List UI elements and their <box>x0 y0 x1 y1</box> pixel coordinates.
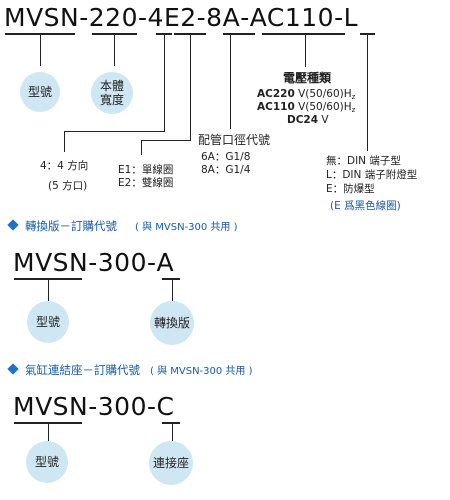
code-body-width: 220 <box>88 3 138 32</box>
underline-direction <box>156 33 172 35</box>
underline-port <box>223 33 255 35</box>
code-dash: - <box>79 3 89 32</box>
leader-port <box>230 34 231 129</box>
direction-line-1: 4：4 方向 <box>40 160 89 172</box>
code-terminal: L <box>343 3 359 32</box>
code-port: 8A <box>206 3 241 32</box>
leader-voltage <box>305 34 306 67</box>
adapter-order-code: MVSN-300-A <box>13 248 175 277</box>
leader-direction <box>164 34 165 131</box>
code-model: MVSN <box>4 3 80 32</box>
code-dash: - <box>240 3 250 32</box>
underline-model <box>5 33 75 35</box>
coil-line-1: E1：單線圈 <box>118 164 174 176</box>
code-voltage: AC110 <box>249 3 335 32</box>
voltage-title: 電壓種類 <box>283 71 332 85</box>
underline-body-width <box>92 33 137 35</box>
terminal-line-4: (E 爲黑色線圈) <box>330 200 401 212</box>
terminal-line-1: 無：DIN 端子型 <box>326 155 401 167</box>
terminal-line-3: E：防爆型 <box>326 183 375 195</box>
connector-bubble-model: 型號 <box>26 441 68 483</box>
underline-terminal <box>360 33 375 35</box>
underline-voltage <box>262 33 345 35</box>
code-dash: - <box>196 3 207 32</box>
leader-direction-h <box>64 131 165 132</box>
leader-coil-down <box>141 140 142 155</box>
leader-direction-down <box>64 131 65 152</box>
leader-coil <box>190 34 191 140</box>
section-diamond-icon <box>7 363 19 375</box>
connector-bubble-connector: 連接座 <box>149 441 193 485</box>
section-adapter-title: 轉換版－訂購代號( 與 MVSN-300 共用 ) <box>25 219 238 233</box>
connector-underline-suffix <box>162 422 180 424</box>
adapter-underline-suffix <box>162 278 180 280</box>
main-order-code: MVSN-220-4E2-8A-AC110-L <box>4 5 358 30</box>
connector-underline-model <box>14 422 82 424</box>
port-line-2: 8A：G1/4 <box>201 164 251 176</box>
code-coil: E2 <box>163 3 197 32</box>
adapter-leader-suffix <box>172 279 173 301</box>
coil-line-2: E2：雙線圈 <box>118 177 174 189</box>
section-diamond-icon <box>7 219 19 231</box>
leader-coil-h <box>141 140 191 141</box>
adapter-underline-model <box>14 278 82 280</box>
bubble-body-width: 本體寬度 <box>91 72 133 114</box>
underline-coil <box>174 33 206 35</box>
adapter-leader-model <box>48 279 49 301</box>
connector-order-code: MVSN-300-C <box>13 392 175 421</box>
voltage-line-2: AC110 V(50/60)Hz <box>257 101 356 114</box>
connector-leader-model <box>48 423 49 441</box>
code-direction: 4 <box>147 3 164 32</box>
adapter-bubble-model: 型號 <box>27 301 69 343</box>
code-dash: - <box>138 3 148 32</box>
section-connector-title: 氣缸連結座－訂購代號( 與 MVSN-300 共用 ) <box>25 363 253 377</box>
port-line-1: 6A：G1/8 <box>201 151 251 163</box>
connector-leader-suffix <box>172 423 173 441</box>
voltage-line-1: AC220 V(50/60)Hz <box>257 88 356 101</box>
leader-terminal <box>367 34 368 151</box>
direction-line-2: (5 方口) <box>48 180 88 192</box>
adapter-bubble-adapter: 轉換版 <box>150 301 194 345</box>
leader-model <box>40 34 41 66</box>
port-title: 配管口徑代號 <box>198 133 271 147</box>
terminal-line-2: L：DIN 端子附燈型 <box>326 169 418 181</box>
leader-body-width <box>114 34 115 66</box>
bubble-model: 型號 <box>20 72 60 112</box>
voltage-line-3: DC24 V <box>287 114 329 126</box>
code-dash: - <box>334 3 344 32</box>
